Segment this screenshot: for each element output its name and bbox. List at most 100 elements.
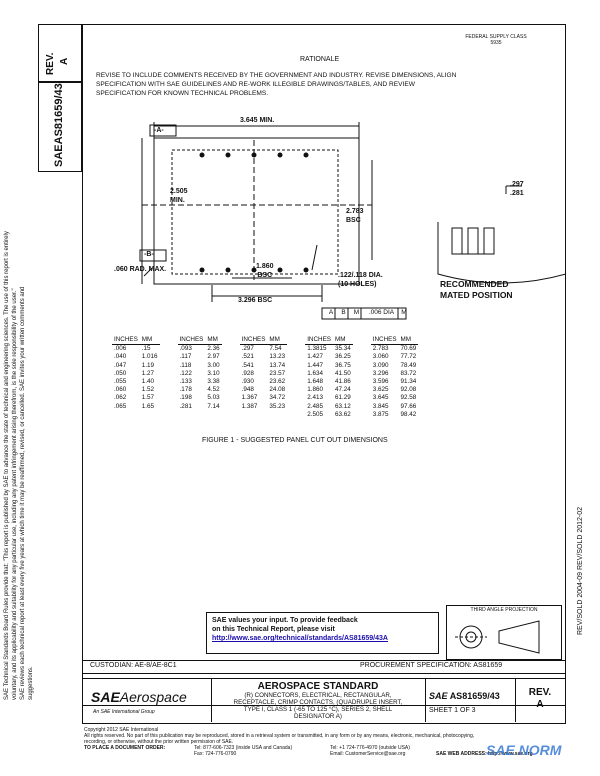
margin-notice-line-3: SAE reviews each technical report at lea… (20, 286, 26, 700)
table-header: INCHES (370, 336, 399, 346)
right-margin-note: REV/SOLD 2004-09 REV/SOLD 2012-02 (577, 506, 584, 635)
table-cell: 91.34 (400, 378, 417, 386)
gdt-datum-b: B (341, 309, 346, 316)
table-cell: .047 (114, 361, 127, 369)
table-cell: .006 (114, 345, 127, 353)
table-cell: .093 (179, 345, 192, 353)
dimension-table: INCHES MM INCHES MM INCHES MM INCHES MM … (112, 336, 419, 419)
desc-line-3: TYPE I, CLASS 1 (-65 TO 125 °C), SERIES … (243, 706, 393, 713)
table-header: INCHES (305, 336, 333, 346)
logo-sae: SAE (91, 689, 120, 705)
table-cell: .281 (179, 402, 192, 410)
rationale-line-3: SPECIFICATION FOR KNOWN TECHNICAL PROBLE… (96, 90, 269, 97)
table-header: MM (205, 336, 222, 346)
table-cell: 1.27 (141, 369, 155, 377)
table-cell: 23.62 (269, 378, 286, 386)
docno-cell: SAE AS81659/43 SHEET 1 OF 3 (425, 679, 516, 722)
table-cell: .948 (241, 386, 254, 394)
dim-height: 2.505 MIN. (170, 187, 188, 205)
panel-cutout-drawing (139, 122, 566, 320)
dim-1860-bsc: BSC (257, 272, 273, 279)
table-cell: 2.783 (372, 345, 389, 353)
mated-label-2: MATED POSITION (440, 290, 513, 300)
logo-sub: An SAE International Group (93, 709, 155, 715)
footer-rights-2: recording, or otherwise, without the pri… (84, 739, 234, 745)
dim-3296: 3.296 BSC (238, 297, 273, 304)
table-cell: 13.74 (269, 361, 286, 369)
stamp-line-1: FEDERAL SUPPLY CLASS (465, 34, 527, 40)
table-cell: 70.69 (400, 345, 417, 353)
dim-1860: 1.860 BSC (256, 262, 274, 280)
table-cell: .15 (141, 345, 151, 353)
doc-id: AS81659/43 (53, 83, 65, 145)
table-header: INCHES (177, 336, 206, 346)
dim-width: 3.645 MIN. (240, 117, 275, 124)
table-cell: 24.08 (269, 386, 286, 394)
table-cell: 92.08 (400, 386, 417, 394)
table-cell: 3.060 (372, 353, 389, 361)
table-cell: 83.72 (400, 369, 417, 377)
footer: Copyright 2012 SAE International All rig… (84, 727, 564, 759)
sae-aerospace-logo: SAEAerospace (91, 689, 187, 705)
table-cell: .297 (241, 345, 254, 353)
dim-height-value: 2.505 (170, 188, 188, 195)
rev-box: REV. A (38, 24, 82, 82)
table-cell: 1.19 (141, 361, 155, 369)
desc-line-2: RECEPTACLE, CRIMP CONTACTS, (QUADRUPLE I… (233, 699, 403, 706)
table-cell: 5.03 (207, 394, 220, 402)
custodian-row: CUSTODIAN: AE-8/AE-8C1 PROCUREMENT SPECI… (82, 660, 566, 674)
table-cell: 1.65 (141, 402, 155, 410)
title-rev-label: REV. (528, 687, 552, 698)
table-cell: 1.3815 (307, 345, 327, 353)
table-cell: 41.50 (334, 369, 351, 377)
title-rev-value: A (536, 699, 544, 710)
table-cell: 1.367 (241, 394, 258, 402)
cutout-outline (153, 137, 360, 285)
table-cell (205, 411, 221, 419)
table-cell: 3.38 (207, 378, 220, 386)
datum-a: -A- (154, 127, 164, 134)
table-cell (267, 411, 287, 419)
footer-copyright: Copyright 2012 SAE International (84, 727, 159, 733)
table-cell: 97.66 (400, 402, 417, 410)
docno: SAE AS81659/43 (429, 691, 500, 701)
table-cell: .198 (179, 394, 192, 402)
table-cell: 47.24 (334, 386, 351, 394)
table-cell: 1.387 (241, 402, 258, 410)
table-cell: 2.36 (207, 345, 220, 353)
table-cell: 92.58 (400, 394, 417, 402)
table-cell: 1.860 (307, 386, 323, 394)
feedback-link[interactable]: http://www.sae.org/technical/standards/A… (212, 635, 388, 642)
table-cell: 3.296 (372, 369, 389, 377)
third-angle-box: THIRD ANGLE PROJECTION (446, 605, 562, 660)
datum-b: -B- (144, 251, 154, 258)
feedback-box: SAE values your input. To provide feedba… (206, 612, 439, 654)
table-header: INCHES (112, 336, 140, 346)
table-header: MM (139, 336, 160, 346)
doc-id-box: SAEAS81659/43 (38, 82, 82, 172)
table-cell: 98.42 (400, 410, 417, 418)
table-cell: .122 (179, 369, 192, 377)
table-cell: .060 (114, 386, 127, 394)
dim-holes-count: (10 HOLES) (338, 281, 377, 288)
rationale-line-2: SPECIFICATION WITH SAE GUIDELINES AND RE… (96, 81, 415, 88)
dim-inner-value: 2.783 (346, 208, 364, 215)
figure-caption: FIGURE 1 - SUGGESTED PANEL CUT OUT DIMEN… (202, 437, 388, 444)
standard-description: (R) CONNECTORS, ELECTRICAL, RECTANGULAR,… (211, 692, 425, 720)
rev-cell: REV. A (515, 687, 565, 711)
gdt-modifier-2: M (401, 309, 407, 316)
table-cell: 41.86 (334, 378, 351, 386)
table-cell: 2.413 (307, 394, 323, 402)
mated-dims: .297 .281 (510, 180, 524, 198)
table-cell: 35.23 (269, 402, 286, 410)
table-header: MM (332, 336, 353, 346)
footer-web: SAE WEB ADDRESS: http://www.sae.org (436, 751, 533, 757)
dimension-table-wrap: INCHES MM INCHES MM INCHES MM INCHES MM … (112, 336, 419, 419)
table-cell: 3.625 (372, 386, 389, 394)
